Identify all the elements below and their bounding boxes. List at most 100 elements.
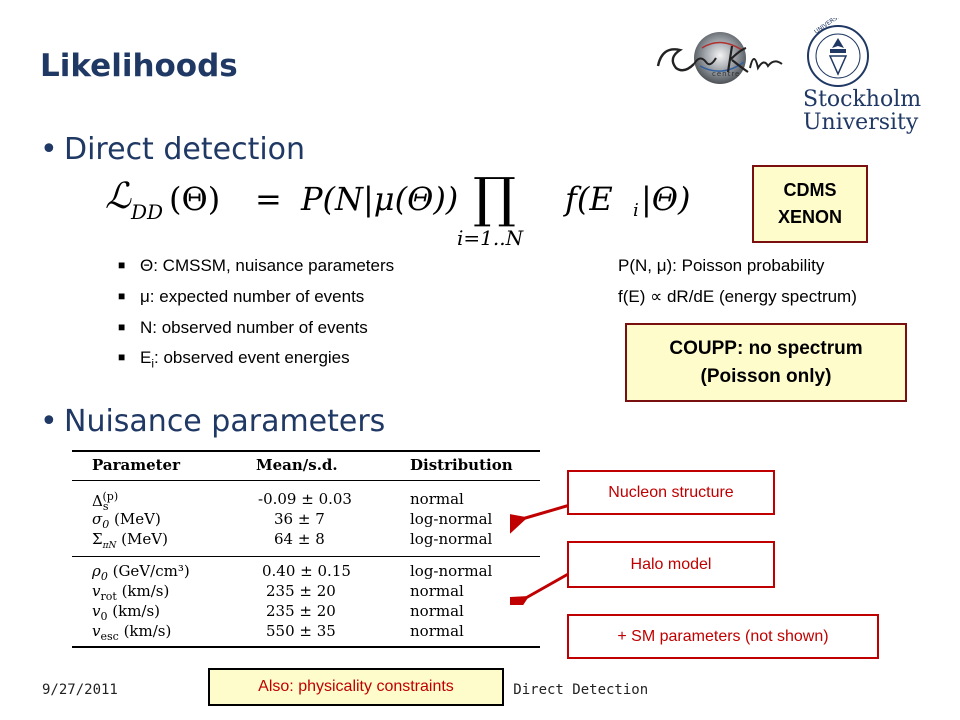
table-cell-distribution: normal xyxy=(410,582,464,600)
table-cell-distribution: log-normal xyxy=(410,510,493,528)
experiment-xenon: XENON xyxy=(777,207,842,227)
callout-halo-model: Halo model xyxy=(567,541,775,588)
definition-mu: ■ μ: expected number of events xyxy=(118,287,364,307)
definition-theta: ■ Θ: CMSSM, nuisance parameters xyxy=(118,256,394,276)
bullet-direct-detection: •Direct detection xyxy=(40,132,305,167)
definition-poisson: P(N, μ): Poisson probability xyxy=(618,256,825,275)
table-cell-distribution: log-normal xyxy=(410,562,493,580)
bullet-nuisance-parameters: •Nuisance parameters xyxy=(40,404,385,439)
table-row: v0 (km/s) xyxy=(92,602,160,623)
param-sub: 0 xyxy=(100,610,108,623)
stockholm-university-wordmark: Stockholm University xyxy=(803,88,921,134)
bullet-text: Nuisance parameters xyxy=(64,404,386,439)
param-sub: rot xyxy=(100,590,117,603)
definition-text: : observed event energies xyxy=(154,348,350,367)
table-row: ΣπN (MeV) xyxy=(92,530,168,551)
square-bullet-icon: ■ xyxy=(118,289,126,303)
table-cell-mean: -0.09 ± 0.03 xyxy=(258,490,352,508)
table-rule-group xyxy=(72,556,540,557)
table-row: Δs(p) xyxy=(92,490,124,513)
callout-nucleon-structure: Nucleon structure xyxy=(567,470,775,515)
arrow-halo-icon xyxy=(510,571,571,605)
slide-title: Likelihoods xyxy=(40,48,238,84)
table-cell-distribution: normal xyxy=(410,490,464,508)
stockholm-university-seal: UNIVERSITET xyxy=(807,18,869,87)
formula-p-term: P(N|μ(Θ)) xyxy=(301,180,459,218)
param-symbol: v xyxy=(92,602,101,620)
table-rule-top xyxy=(72,450,540,452)
coupp-box: COUPP: no spectrum (Poisson only) xyxy=(625,323,907,402)
param-sub: 0 xyxy=(102,518,110,531)
param-unit: (km/s) xyxy=(116,582,170,600)
coupp-line2: (Poisson only) xyxy=(700,366,832,387)
table-cell-mean: 550 ± 35 xyxy=(266,622,336,640)
param-sub: 0 xyxy=(100,570,108,583)
formula-f-term: f(E xyxy=(565,180,613,218)
param-unit: (MeV) xyxy=(109,510,161,528)
definition-e: E xyxy=(140,348,152,367)
param-unit: (MeV) xyxy=(116,530,168,548)
formula-lhs-arg: (Θ) xyxy=(169,180,221,218)
param-sup: (p) xyxy=(102,490,119,503)
definition-spectrum: f(E) ∝ dR/dE (energy spectrum) xyxy=(618,287,857,306)
bullet-dot: • xyxy=(40,404,58,439)
table-row: vesc (km/s) xyxy=(92,622,171,643)
formula-lhs-sub: DD xyxy=(131,200,164,224)
oskar-klein-centre-logo: centre xyxy=(656,32,783,84)
table-cell-distribution: log-normal xyxy=(410,530,493,548)
likelihood-formula: ℒ DD (Θ) = P(N|μ(Θ)) ∏ i=1..N f(E i |Θ) xyxy=(105,166,705,260)
stockholm-line: Stockholm xyxy=(803,87,922,112)
square-bullet-icon: ■ xyxy=(118,258,126,272)
table-cell-mean: 235 ± 20 xyxy=(266,602,336,620)
formula-lhs: ℒ xyxy=(105,176,131,217)
table-cell-distribution: normal xyxy=(410,622,464,640)
param-unit: (GeV/cm³) xyxy=(107,562,190,580)
table-rule-bottom xyxy=(72,646,540,648)
table-row: vrot (km/s) xyxy=(92,582,169,603)
param-symbol: Σ xyxy=(92,530,103,548)
table-row: ρ0 (GeV/cm³) xyxy=(92,562,190,583)
table-header-distribution: Distribution xyxy=(410,456,513,474)
formula-product: ∏ xyxy=(473,166,516,229)
definition-text: Θ: CMSSM, nuisance parameters xyxy=(140,256,395,275)
formula-eq: = xyxy=(255,180,282,218)
bullet-dot: • xyxy=(40,132,58,167)
callout-arrows xyxy=(510,503,571,605)
callout-physicality-constraints: Also: physicality constraints xyxy=(208,668,504,706)
param-symbol: Δ xyxy=(92,492,103,510)
arrow-nucleon-icon xyxy=(510,503,571,536)
formula-product-sub: i=1..N xyxy=(457,226,524,250)
table-header-parameter: Parameter xyxy=(92,456,181,474)
param-symbol: σ xyxy=(92,510,103,528)
table-header-mean: Mean/s.d. xyxy=(256,456,338,474)
definition-text: μ: expected number of events xyxy=(140,287,365,306)
experiments-box: CDMS XENON xyxy=(752,165,868,243)
svg-text:centre: centre xyxy=(712,70,740,78)
table-cell-mean: 64 ± 8 xyxy=(274,530,325,548)
definition-ei: ■ Ei: observed event energies xyxy=(118,348,350,370)
definition-text: N: observed number of events xyxy=(140,318,368,337)
table-cell-distribution: normal xyxy=(410,602,464,620)
param-symbol: ρ xyxy=(92,562,101,580)
param-sub: s xyxy=(102,500,109,513)
table-cell-mean: 36 ± 7 xyxy=(274,510,325,528)
square-bullet-icon: ■ xyxy=(118,320,126,334)
formula-f-sub: i xyxy=(633,200,639,221)
param-symbol: v xyxy=(92,582,101,600)
param-sub: πN xyxy=(102,541,117,551)
footer-title: nd Direct Detection xyxy=(488,682,649,698)
bullet-text: Direct detection xyxy=(64,132,306,167)
experiment-cdms: CDMS xyxy=(783,180,837,200)
coupp-line1: COUPP: no spectrum xyxy=(669,338,863,359)
formula-f-end: |Θ) xyxy=(641,180,691,218)
table-rule-header xyxy=(72,480,540,481)
definition-e-sub: i xyxy=(151,356,155,371)
callout-sm-parameters: + SM parameters (not shown) xyxy=(567,614,879,659)
footer-date: 9/27/2011 xyxy=(42,682,118,698)
param-sub: esc xyxy=(100,630,119,643)
university-line: University xyxy=(803,110,919,135)
table-row: σ0 (MeV) xyxy=(92,510,161,531)
square-bullet-icon: ■ xyxy=(118,350,126,364)
table-cell-mean: 0.40 ± 0.15 xyxy=(262,562,351,580)
param-unit: (km/s) xyxy=(118,622,172,640)
